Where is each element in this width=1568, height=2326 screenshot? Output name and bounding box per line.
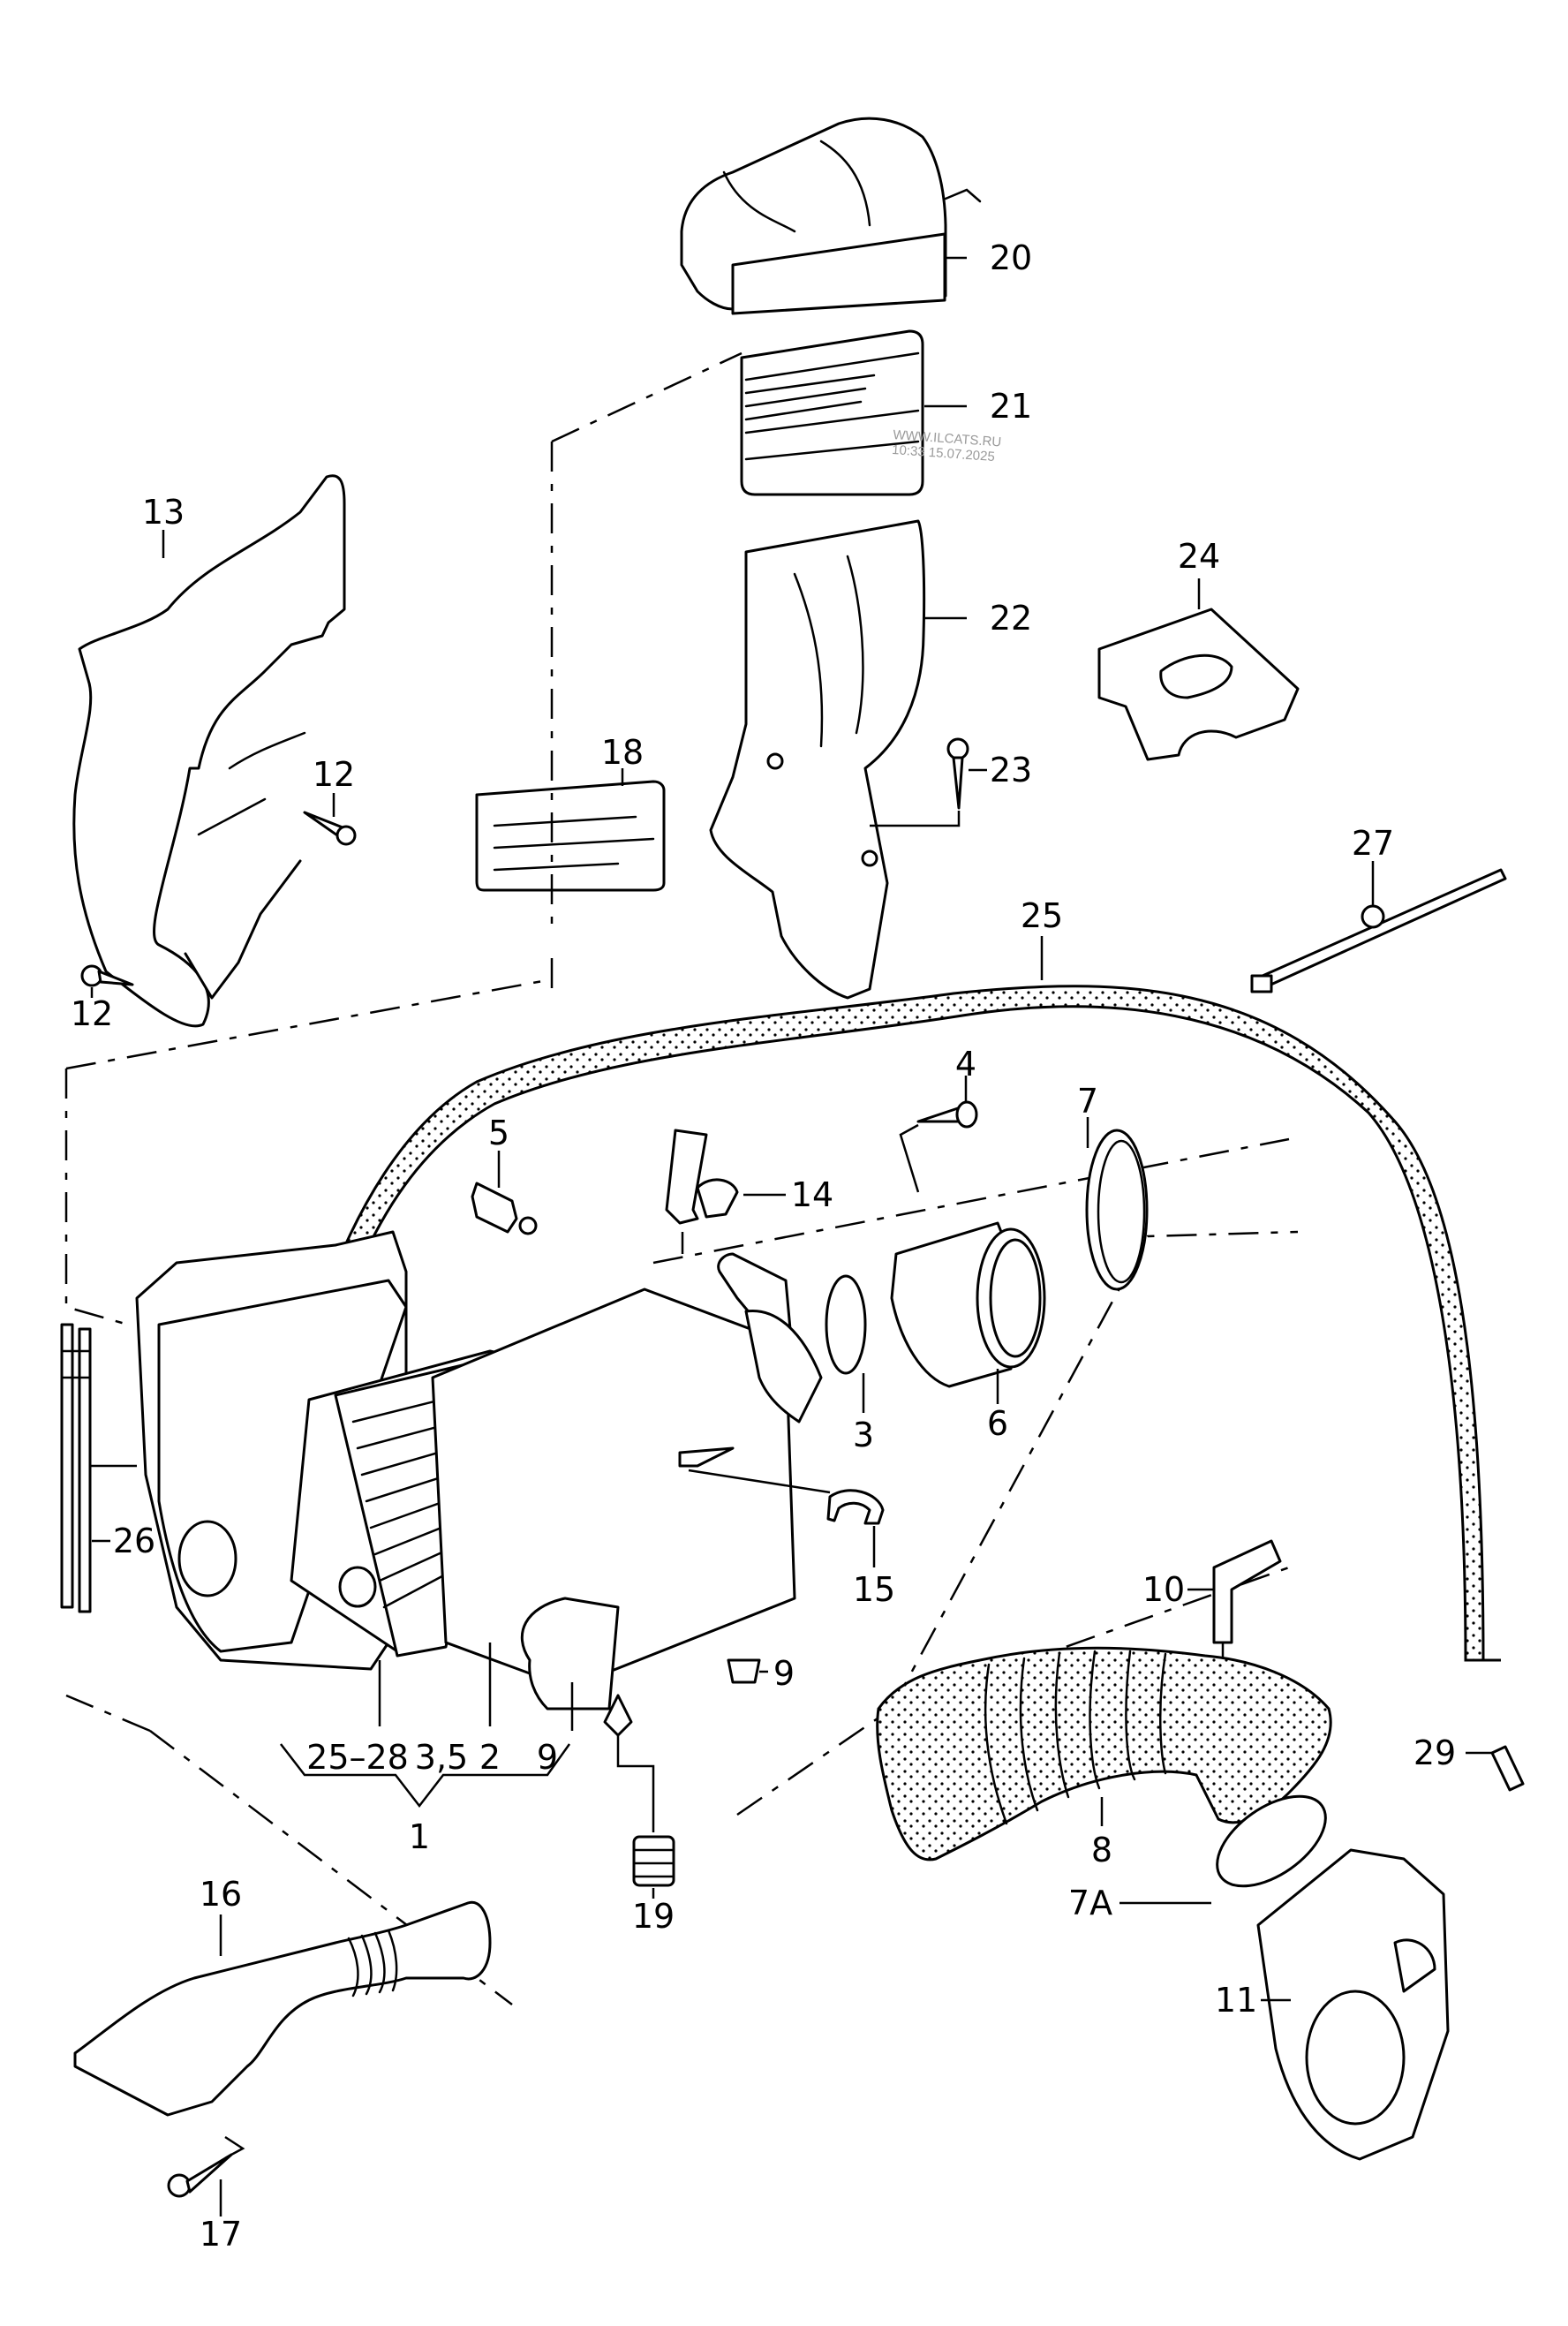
callout-5[interactable]: 5 [487,1114,510,1152]
part-3-o-ring[interactable] [825,1274,867,1375]
part-7-hose-clamp[interactable] [1085,1129,1149,1291]
callout-17[interactable]: 17 [199,2215,243,2254]
callout-24[interactable]: 24 [1177,537,1221,576]
callout-1[interactable]: 1 [408,1817,431,1856]
part-11-throttle-body[interactable] [1256,1848,1450,2161]
part-9-rubber-mount[interactable] [727,1658,761,1684]
callout-12a[interactable]: 12 [312,755,356,794]
callout-7[interactable]: 7 [1076,1082,1099,1121]
callout-14[interactable]: 14 [790,1175,834,1214]
part-16-intake-pipe[interactable] [73,1900,492,2117]
callout-8[interactable]: 8 [1090,1831,1113,1869]
callout-27[interactable]: 27 [1351,824,1395,863]
assembly-line-axis [652,1137,1290,1265]
callout-21[interactable]: 21 [989,387,1033,426]
callout-3-5[interactable]: 3,5 [414,1738,469,1777]
part-10-elbow[interactable] [1212,1539,1282,1644]
part-12-screw-a[interactable] [303,811,357,846]
callout-4[interactable]: 4 [954,1045,977,1084]
callout-13[interactable]: 13 [141,493,185,532]
leader-23 [870,768,987,827]
leader-4 [899,1076,968,1193]
assembly-line-18 [550,351,743,998]
part-6-housing[interactable] [890,1221,1046,1388]
callout-3[interactable]: 3 [852,1416,875,1454]
part-23-screw[interactable] [946,737,969,810]
part-14-clip[interactable] [665,1129,739,1225]
part-19-rubber-bush[interactable] [632,1835,675,1887]
callout-23[interactable]: 23 [989,751,1033,789]
part-22-intake-duct[interactable] [709,519,926,1000]
part-5-pin[interactable] [471,1182,538,1235]
part-20-upper-cover[interactable] [680,117,982,315]
part-4-screw[interactable] [916,1100,978,1129]
callout-15[interactable]: 15 [852,1570,896,1609]
group-bracket-1 [280,1743,571,1809]
callout-22[interactable]: 22 [989,599,1033,638]
part-12-screw-b[interactable] [80,964,134,987]
group-leaders [378,1643,574,1731]
callout-29[interactable]: 29 [1413,1733,1457,1772]
part-17-screw[interactable] [167,2153,233,2198]
callout-12b[interactable]: 12 [70,994,114,1033]
part-1-air-filter-housing[interactable] [135,1230,823,1737]
callout-20[interactable]: 20 [989,238,1033,277]
leader-15 [688,1469,876,1567]
callout-9b[interactable]: 9 [536,1738,559,1777]
callout-11[interactable]: 11 [1214,1981,1258,2020]
leader-14 [681,1193,786,1254]
callout-25-28[interactable]: 25–28 [306,1738,409,1777]
callout-25[interactable]: 25 [1020,896,1064,935]
hose-corrugations [984,1650,1167,1825]
callout-6[interactable]: 6 [986,1404,1009,1443]
part-29-end-piece[interactable] [1490,1745,1525,1792]
callout-16[interactable]: 16 [199,1875,243,1914]
callout-18[interactable]: 18 [600,733,645,772]
callout-19[interactable]: 19 [631,1897,675,1936]
part-7a-hose-clamp[interactable] [1202,1778,1341,1905]
leader-26 [90,1464,137,1543]
leader-19 [616,1735,655,1899]
part-15-retaining-clip[interactable] [826,1489,885,1525]
assembly-line-1 [64,978,548,1326]
callout-2[interactable]: 2 [479,1738,501,1777]
part-24-cover-plate[interactable] [1097,608,1300,761]
part-27-cable-tie[interactable] [1250,868,1507,993]
leader-17 [219,2135,245,2216]
part-26-cable-ties[interactable] [60,1323,92,1613]
callout-26[interactable]: 26 [112,1522,156,1560]
part-13-air-guide[interactable] [72,474,346,1028]
callout-10[interactable]: 10 [1142,1570,1186,1609]
part-21-filter-element[interactable] [740,329,924,496]
part-18-filter-pad[interactable] [475,780,666,892]
callout-9a[interactable]: 9 [773,1654,795,1693]
part-25-seal-strip[interactable] [316,985,1501,1662]
callout-7a[interactable]: 7A [1067,1884,1113,1922]
